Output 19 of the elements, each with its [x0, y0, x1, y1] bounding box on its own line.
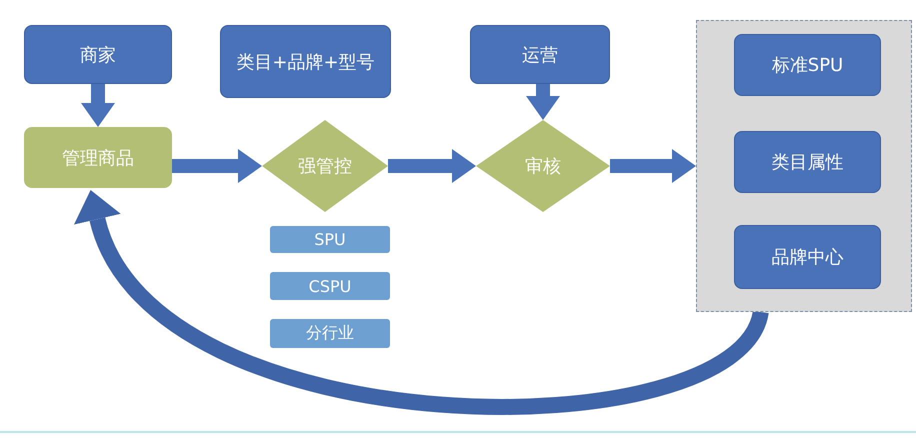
decision-diamond: 审核 [476, 120, 610, 212]
block-arrow [610, 149, 696, 183]
process-box: 品牌中心 [734, 225, 881, 289]
dashed-panel [696, 20, 912, 312]
block-arrow [81, 84, 115, 127]
process-box: 管理商品 [24, 127, 172, 188]
process-box: 标准SPU [734, 34, 881, 96]
block-arrow [172, 149, 262, 183]
process-box: 运营 [470, 25, 610, 84]
tag-box: CSPU [270, 272, 390, 300]
process-box: 类目属性 [734, 131, 881, 193]
block-arrow [75, 192, 768, 415]
block-arrow [388, 149, 476, 183]
decision-diamond: 强管控 [262, 120, 388, 212]
tag-box: SPU [270, 226, 390, 253]
block-arrow [526, 84, 560, 120]
process-box: 类目+品牌+型号 [220, 25, 391, 98]
process-box: 商家 [24, 25, 172, 84]
tag-box: 分行业 [270, 319, 390, 348]
